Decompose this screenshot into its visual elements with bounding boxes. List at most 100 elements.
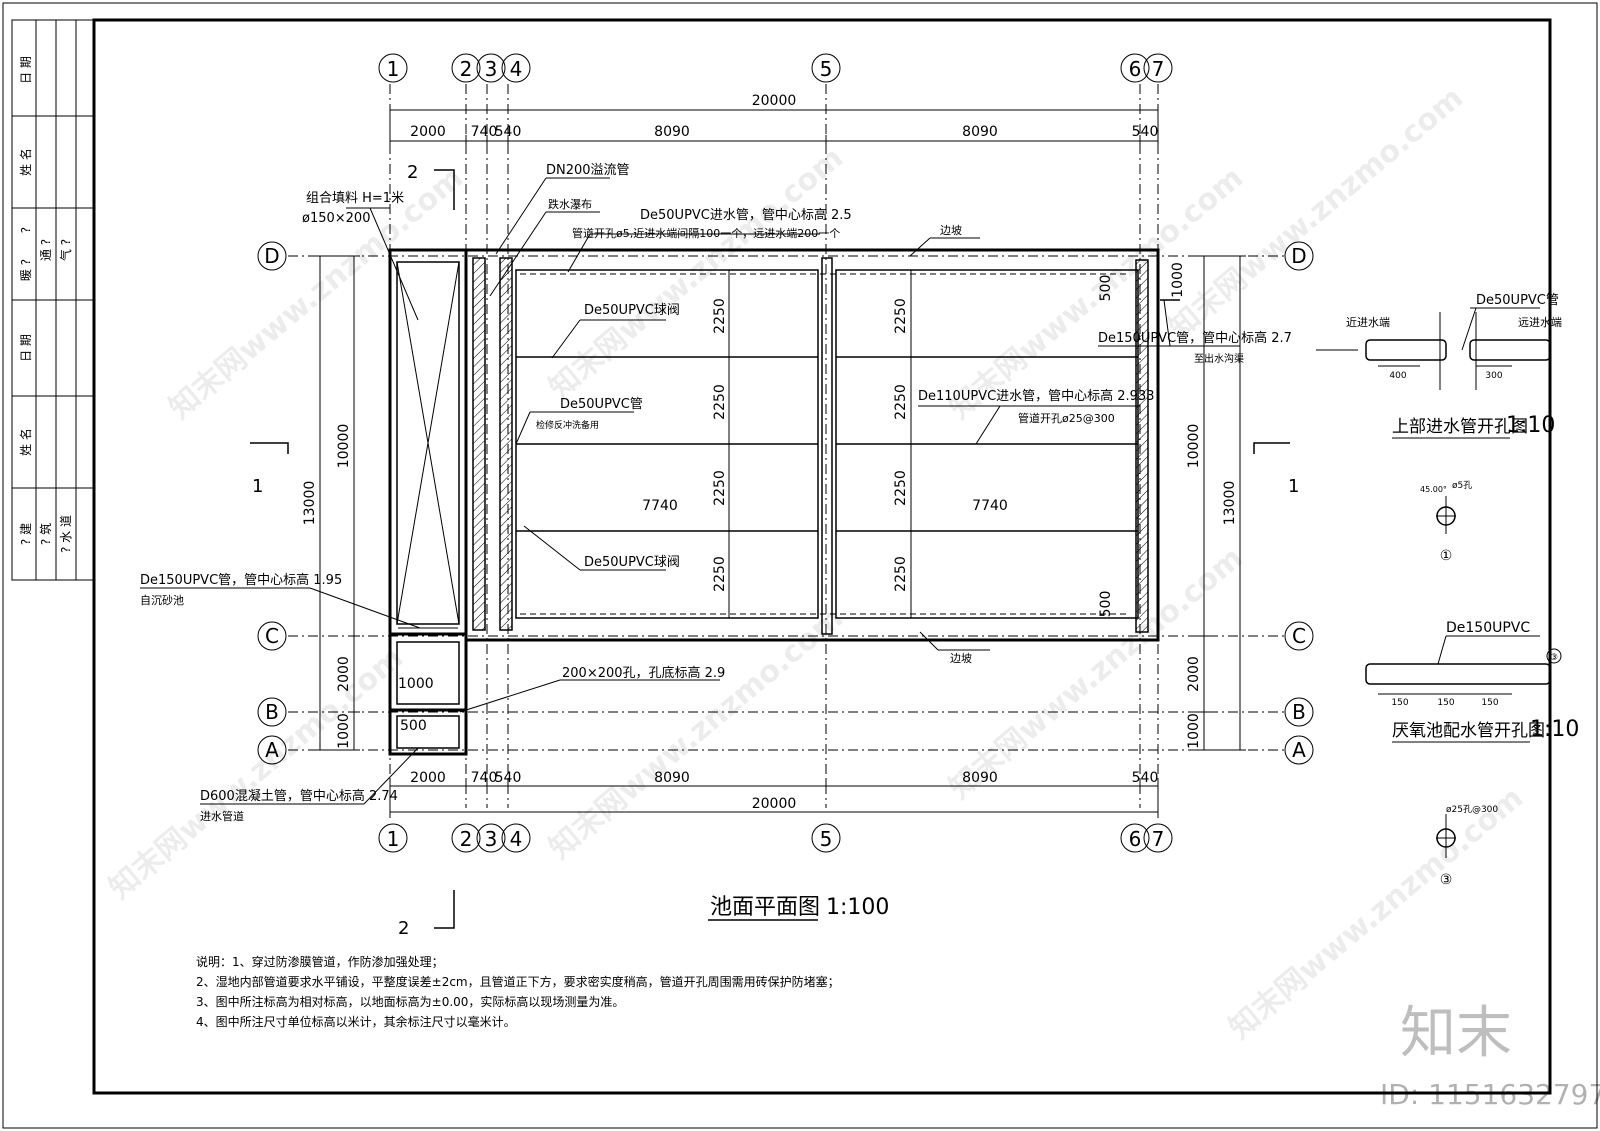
axis-bubble-D-right: [1284, 241, 1314, 271]
top-dimensions: 20000 2000 740 540 8090 8090 540: [389, 93, 1159, 146]
hatched-wall-1: [472, 257, 486, 631]
note-2: 2、湿地内部管道要求水平铺设，平整度误差±2cm，且管道正下方，要求密实度稍高，…: [196, 974, 840, 989]
right-dimensions: 10000 13000 2000 1000: [1186, 255, 1246, 751]
detail-upper-angle: 45.00°: [1420, 485, 1447, 494]
axis-label-5-top: 5: [820, 57, 833, 81]
dim-right-13000: 13000: [1222, 481, 1238, 526]
dim-2250-r4: 2250: [893, 556, 909, 592]
label-ball-valve-2: De50UPVC球阀: [584, 555, 680, 570]
center-wall: [821, 257, 833, 635]
tb-hvac-4: 气 ?: [58, 239, 73, 261]
label-slope-bottom: 边坡: [950, 652, 972, 665]
tb-arch-3: ? 水 道: [59, 515, 73, 553]
detail-anaerobic-pipe: De150UPVC: [1446, 620, 1530, 636]
note-1: 说明：1、穿过防渗膜管道，作防渗加强处理；: [196, 954, 444, 969]
axis-bubble-C-left: [257, 621, 287, 651]
section-marks: 1 1 2 2: [250, 162, 1299, 939]
detail-anaerobic-ref: ③: [1550, 653, 1558, 663]
label-de150-in: De150UPVC管，管中心标高 1.95: [140, 572, 342, 588]
dim-left-10000: 10000: [336, 424, 352, 469]
axis-label-5-bottom: 5: [820, 827, 833, 851]
label-slope-top: 边坡: [940, 224, 962, 237]
dim-2250-r2: 2250: [893, 384, 909, 420]
axis-bubble-3-bottom: [476, 823, 506, 853]
dim-top-8090a: 8090: [654, 124, 690, 140]
label-hole200: 200×200孔，孔底标高 2.9: [562, 665, 725, 681]
tb-hvac-3: 通 ?: [39, 239, 53, 261]
axis-bubble-A-left: [257, 735, 287, 765]
dim-2250-l3: 2250: [712, 470, 728, 506]
plan-title-scale: 1:100: [826, 895, 889, 920]
inplan-dimensions: 2250 2250 2250 2250 2250 2250 2250 2250 …: [398, 262, 1186, 734]
dim-bot-8090b: 8090: [962, 770, 998, 786]
dim-right-2000: 2000: [1186, 656, 1202, 692]
axis-bubble-7-top: [1143, 53, 1173, 83]
dim-top-2000: 2000: [410, 124, 446, 140]
axis-bubble-B-right: [1284, 697, 1314, 727]
label-fill-media: 组合填料 H=1米: [306, 191, 404, 206]
wetland-basin: [464, 248, 1160, 642]
detail-upper-hole: ø5孔: [1452, 480, 1472, 491]
detail-anaerobic-d150a: 150: [1391, 698, 1408, 708]
dim-top-8090b: 8090: [962, 124, 998, 140]
dim-bot-740: 740: [471, 770, 498, 786]
axis-bubble-C-right: [1284, 621, 1314, 651]
tb-name-1: 姓 名: [18, 148, 33, 176]
axis-bubble-4-bottom: [501, 823, 531, 853]
axis-label-1-top: 1: [387, 57, 400, 81]
axis-bubbles-rows: D C B A D C B A: [257, 241, 1314, 765]
dim-500-tank: 500: [400, 718, 427, 734]
detail-anaerobic-d150b: 150: [1437, 698, 1454, 708]
dim-right-10000: 10000: [1186, 424, 1202, 469]
axis-label-B-left: B: [265, 700, 279, 724]
axis-bubble-5-bottom: [811, 823, 841, 853]
dim-500-bottom: 500: [1098, 591, 1114, 618]
axis-label-3-bottom: 3: [485, 827, 498, 851]
tb-hvac-1: ?: [19, 227, 33, 233]
label-de110-holes: 管道开孔ø25@300: [1018, 411, 1115, 425]
title-block: 日 期 姓 名 ? 暖 ? 通 ? 气 ? 日 期 姓 名 ? 建 ? 筑 ? …: [11, 19, 95, 581]
detail-anaerobic-pipe-body: [1365, 663, 1551, 685]
label-de110: De110UPVC进水管，管中心标高 2.933: [918, 388, 1155, 404]
axis-bubbles-top: 1 2 3 4 5 6 7: [378, 53, 1173, 83]
dim-2250-r3: 2250: [893, 470, 909, 506]
dim-top-540b: 540: [1132, 124, 1159, 140]
axis-label-A-right: A: [1292, 738, 1306, 762]
detail-anaerobic-scale: 1:10: [1530, 717, 1579, 742]
label-fill-dia: ø150×200: [302, 211, 370, 226]
axis-bubble-5-top: [811, 53, 841, 83]
axis-bubble-4-top: [501, 53, 531, 83]
axis-bubble-D-left: [257, 241, 287, 271]
detail-upper-pipe-left: [1365, 339, 1447, 361]
tb-arch-2: ? 筑: [38, 523, 53, 545]
detail-anaerobic: De150UPVC ③ 150 150 150 厌氧池配水管开孔图 1:10 ø…: [1365, 620, 1579, 888]
axis-label-6-bottom: 6: [1129, 827, 1142, 851]
watermark-brand: 知末: [1400, 1001, 1512, 1066]
axis-bubble-7-bottom: [1143, 823, 1173, 853]
detail-upper-d300: 300: [1485, 371, 1502, 381]
tb-hvac-2: 暖 ?: [19, 259, 33, 281]
axis-label-D-left: D: [264, 244, 279, 268]
basin-structure: [388, 248, 1180, 756]
axis-bubble-6-top: [1120, 53, 1150, 83]
axis-label-2-top: 2: [460, 57, 473, 81]
watermark-site-5: 知末网www.znzmo.com: [103, 640, 410, 906]
tb-date-1: 日 期: [19, 56, 33, 84]
axis-label-4-top: 4: [510, 57, 523, 81]
detail-upper-near: 近进水端: [1346, 316, 1390, 329]
axis-label-1-bottom: 1: [387, 827, 400, 851]
label-d600: D600混凝土管，管中心标高 2.74: [200, 788, 398, 804]
dim-2250-r1: 2250: [893, 298, 909, 334]
note-4: 4、图中所注尺寸单位标高以米计，其余标注尺寸以毫米计。: [196, 1014, 516, 1029]
axis-bubble-B-left: [257, 697, 287, 727]
bottom-dimensions: 2000 740 540 8090 8090 540 20000: [389, 770, 1159, 818]
axis-label-D-right: D: [1291, 244, 1306, 268]
detail-upper: 近进水端 远进水端 De50UPVC管 400 300 上部进水管开孔图 1:1…: [1316, 293, 1562, 564]
label-backwash-sub: 检修反冲洗备用: [536, 419, 599, 431]
axis-label-7-top: 7: [1152, 57, 1165, 81]
axis-bubble-1-top: [378, 53, 408, 83]
dim-right-1000: 1000: [1186, 713, 1202, 749]
dim-500-top: 500: [1098, 275, 1114, 302]
watermark-site-2: 知末网www.znzmo.com: [543, 140, 850, 406]
